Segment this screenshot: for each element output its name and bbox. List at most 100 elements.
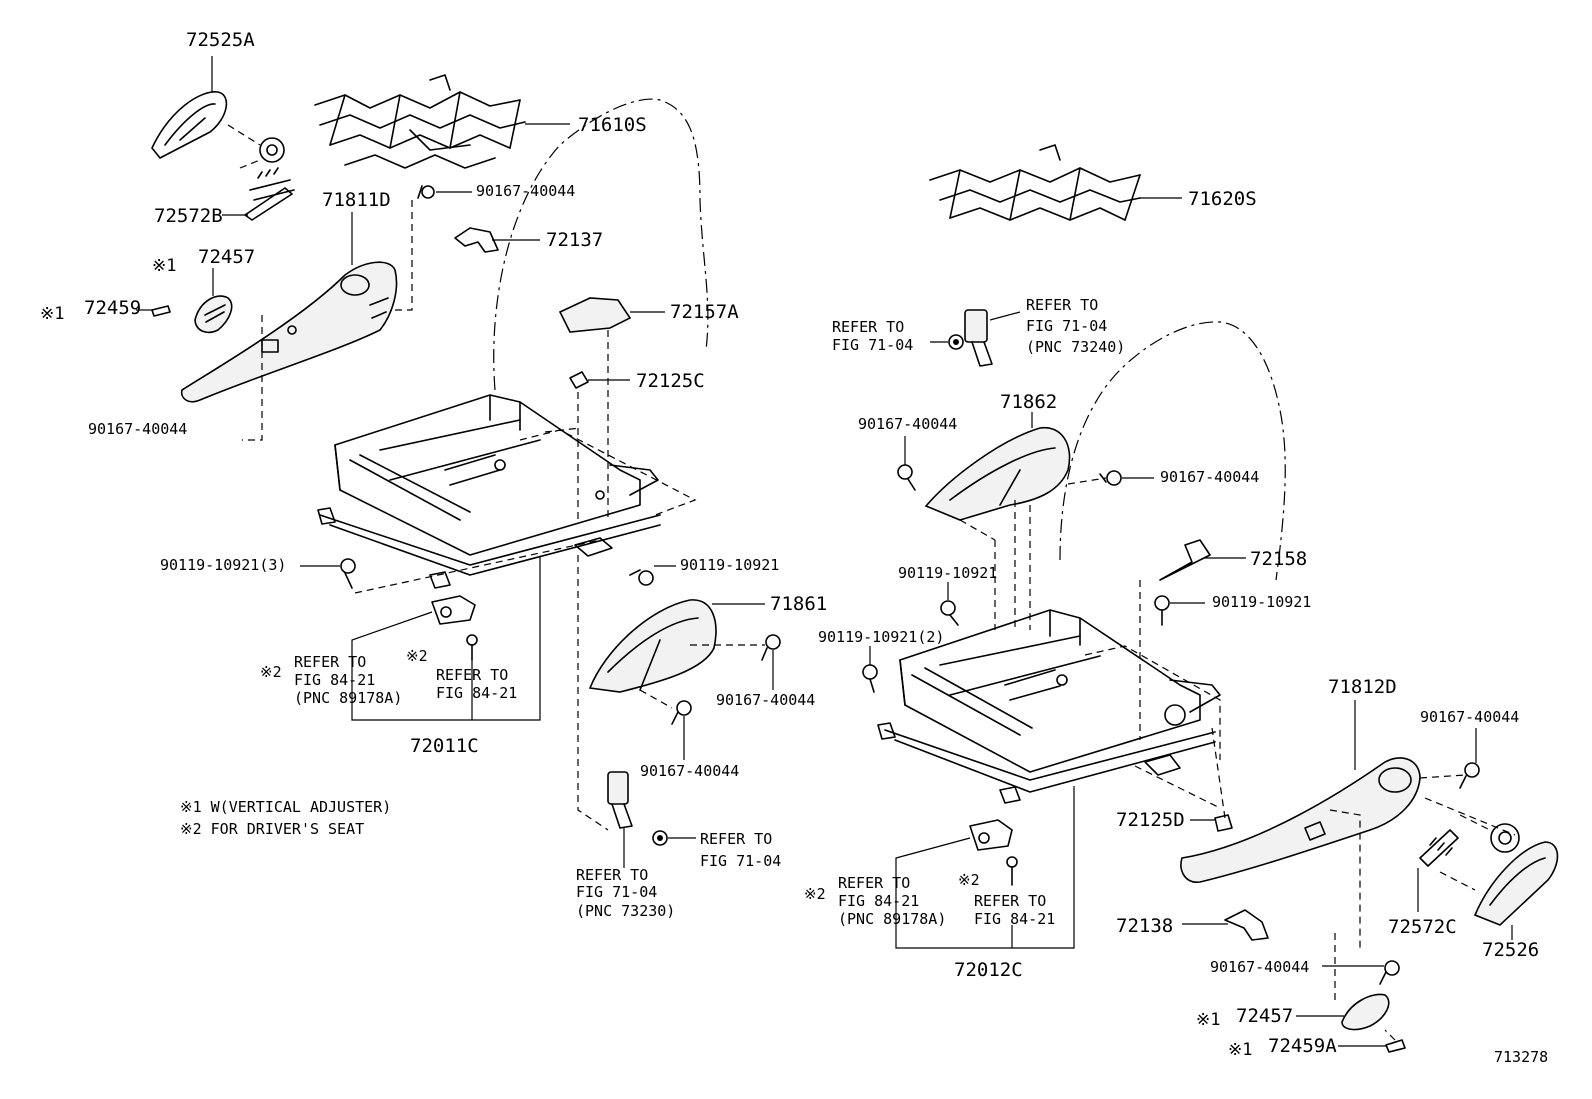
- right-seat-screw: [1006, 856, 1018, 886]
- right-buckle-nut: [948, 334, 964, 350]
- callout-72572b: 72572B: [154, 205, 223, 227]
- part-72125c-clip: [569, 371, 589, 389]
- callout-72138: 72138: [1116, 915, 1173, 937]
- right-seat-track-frame: [877, 609, 1221, 804]
- svg-text:REFER TO: REFER TO: [294, 653, 366, 671]
- callout-71861: 71861: [770, 593, 827, 615]
- svg-text:REFER TO: REFER TO: [700, 830, 772, 848]
- svg-text:FIG 71-04: FIG 71-04: [832, 336, 913, 354]
- callout-72125c: 72125C: [636, 370, 705, 392]
- right-seatbelt-buckle: [964, 309, 993, 367]
- svg-text:(PNC 89178A): (PNC 89178A): [838, 910, 946, 928]
- ref-fig-8421-right-pnc89178a: ※2 REFER TO FIG 84-21 (PNC 89178A): [804, 874, 946, 928]
- bolt-90119-10921-left: [629, 569, 654, 586]
- ref-fig-8421-left-pnc89178a: ※2 REFER TO FIG 84-21 (PNC 89178A): [260, 653, 402, 707]
- right-seat-sensor: [969, 819, 1013, 851]
- callout-72525a: 72525A: [186, 29, 255, 51]
- callout-90119-10921-3: 90119-10921(3): [160, 556, 286, 574]
- part-72526-knob: [1473, 841, 1559, 926]
- callout-71610s: 71610S: [578, 114, 647, 136]
- part-72138-clip: [1224, 909, 1269, 941]
- callout-72457-a: 72457: [198, 246, 255, 268]
- part-72457-right: [1341, 993, 1390, 1031]
- callout-90167-40044-d: 90167-40044: [640, 762, 739, 780]
- mark-1-72459: ※1: [40, 304, 64, 324]
- part-72525a-knob: [151, 91, 228, 159]
- callout-72457-b: 72457: [1236, 1005, 1293, 1027]
- callout-72572c: 72572C: [1388, 916, 1457, 938]
- callout-90119-10921-a: 90119-10921: [680, 556, 779, 574]
- mark-1-72459a: ※1: [1228, 1040, 1252, 1060]
- svg-text:FIG 84-21: FIG 84-21: [974, 910, 1055, 928]
- callout-90167-40044-h: 90167-40044: [1210, 958, 1309, 976]
- callout-71812d: 71812D: [1328, 676, 1397, 698]
- part-71812d-side-cover: [1180, 757, 1421, 883]
- part-72158-clip: [1159, 539, 1211, 581]
- svg-text:FIG 84-21: FIG 84-21: [838, 892, 919, 910]
- ref-fig-7104-right-left: REFER TO FIG 71-04: [832, 318, 913, 354]
- mark-1-72457-b: ※1: [1196, 1010, 1220, 1030]
- part-72125d-clip: [1214, 814, 1233, 832]
- callout-71811d: 71811D: [322, 189, 391, 211]
- callout-72125d: 72125D: [1116, 809, 1185, 831]
- callout-90119-10921-2: 90119-10921(2): [818, 628, 944, 646]
- part-71811d-side-cover: [180, 261, 398, 403]
- svg-text:(PNC 89178A): (PNC 89178A): [294, 689, 402, 707]
- svg-text:REFER TO: REFER TO: [974, 892, 1046, 910]
- svg-text:※2: ※2: [406, 647, 428, 665]
- callout-72526: 72526: [1482, 939, 1539, 961]
- svg-text:(PNC 73230): (PNC 73230): [576, 902, 675, 920]
- callout-90167-40044-f: 90167-40044: [1160, 468, 1259, 486]
- callout-72158: 72158: [1250, 548, 1307, 570]
- svg-text:REFER TO: REFER TO: [838, 874, 910, 892]
- bolt-90167-71861-right: [761, 634, 781, 661]
- callout-71620s: 71620S: [1188, 188, 1257, 210]
- bolt-90119-10921-2: [862, 664, 878, 693]
- svg-text:FIG 71-04: FIG 71-04: [700, 852, 781, 870]
- svg-text:FIG 84-21: FIG 84-21: [294, 671, 375, 689]
- part-71620s-spring-mat: [929, 144, 1141, 221]
- svg-text:※2: ※2: [958, 871, 980, 889]
- ref-fig-8421-right: ※2 REFER TO FIG 84-21: [958, 871, 1055, 928]
- svg-text:REFER TO: REFER TO: [436, 666, 508, 684]
- figure-number: 713278: [1494, 1048, 1548, 1066]
- part-72572b: [244, 137, 295, 221]
- part-71862-cover: [924, 427, 1071, 521]
- callout-72157a: 72157A: [670, 301, 739, 323]
- callout-90119-10921-c: 90119-10921: [898, 564, 997, 582]
- callout-72011c: 72011C: [410, 735, 479, 757]
- left-seat-track-frame: [317, 394, 661, 589]
- part-72459a-right: [1385, 1039, 1406, 1053]
- svg-text:(PNC 73240): (PNC 73240): [1026, 338, 1125, 356]
- callout-72137: 72137: [546, 229, 603, 251]
- part-71610s-spring-mat: [314, 74, 526, 169]
- left-buckle-nut: [652, 830, 668, 846]
- callout-90167-40044-g: 90167-40044: [1420, 708, 1519, 726]
- callout-90119-10921-b: 90119-10921: [1212, 593, 1311, 611]
- svg-text:FIG 84-21: FIG 84-21: [436, 684, 517, 702]
- bolt-90167-71862-left: [897, 464, 916, 491]
- ref-fig-7104-right-pnc73240: REFER TO FIG 71-04 (PNC 73240): [1026, 296, 1125, 356]
- callout-72459: 72459: [84, 297, 141, 319]
- ref-fig-7104-left-nut: REFER TO FIG 71-04: [700, 830, 781, 870]
- svg-text:※2: ※2: [260, 663, 282, 681]
- bolt-90167-far-right: [1459, 762, 1480, 789]
- bolt-90119-10921-right-left: [940, 600, 959, 626]
- left-seat-sensor: [431, 595, 476, 625]
- callout-90167-40044-c: 90167-40044: [716, 691, 815, 709]
- svg-text:REFER TO: REFER TO: [832, 318, 904, 336]
- callout-90167-40044-b: 90167-40044: [88, 420, 187, 438]
- callout-90167-40044-a: 90167-40044: [476, 182, 575, 200]
- bolt-90167-top-left: [417, 185, 435, 199]
- part-72572c: [1419, 823, 1520, 867]
- left-seatback-outline: [493, 98, 709, 391]
- part-72459-left: [151, 305, 171, 317]
- bolt-90167-71861-bottom: [671, 700, 692, 725]
- part-72137-clip: [454, 227, 499, 253]
- ref-fig-8421-left: ※2 REFER TO FIG 84-21: [406, 647, 517, 702]
- right-seatback-outline: [1059, 321, 1286, 581]
- bolt-90167-lower-right: [1379, 960, 1400, 985]
- bolt-90167-71862-right: [1099, 470, 1122, 486]
- callout-72459a: 72459A: [1268, 1035, 1337, 1057]
- callout-72012c: 72012C: [954, 959, 1023, 981]
